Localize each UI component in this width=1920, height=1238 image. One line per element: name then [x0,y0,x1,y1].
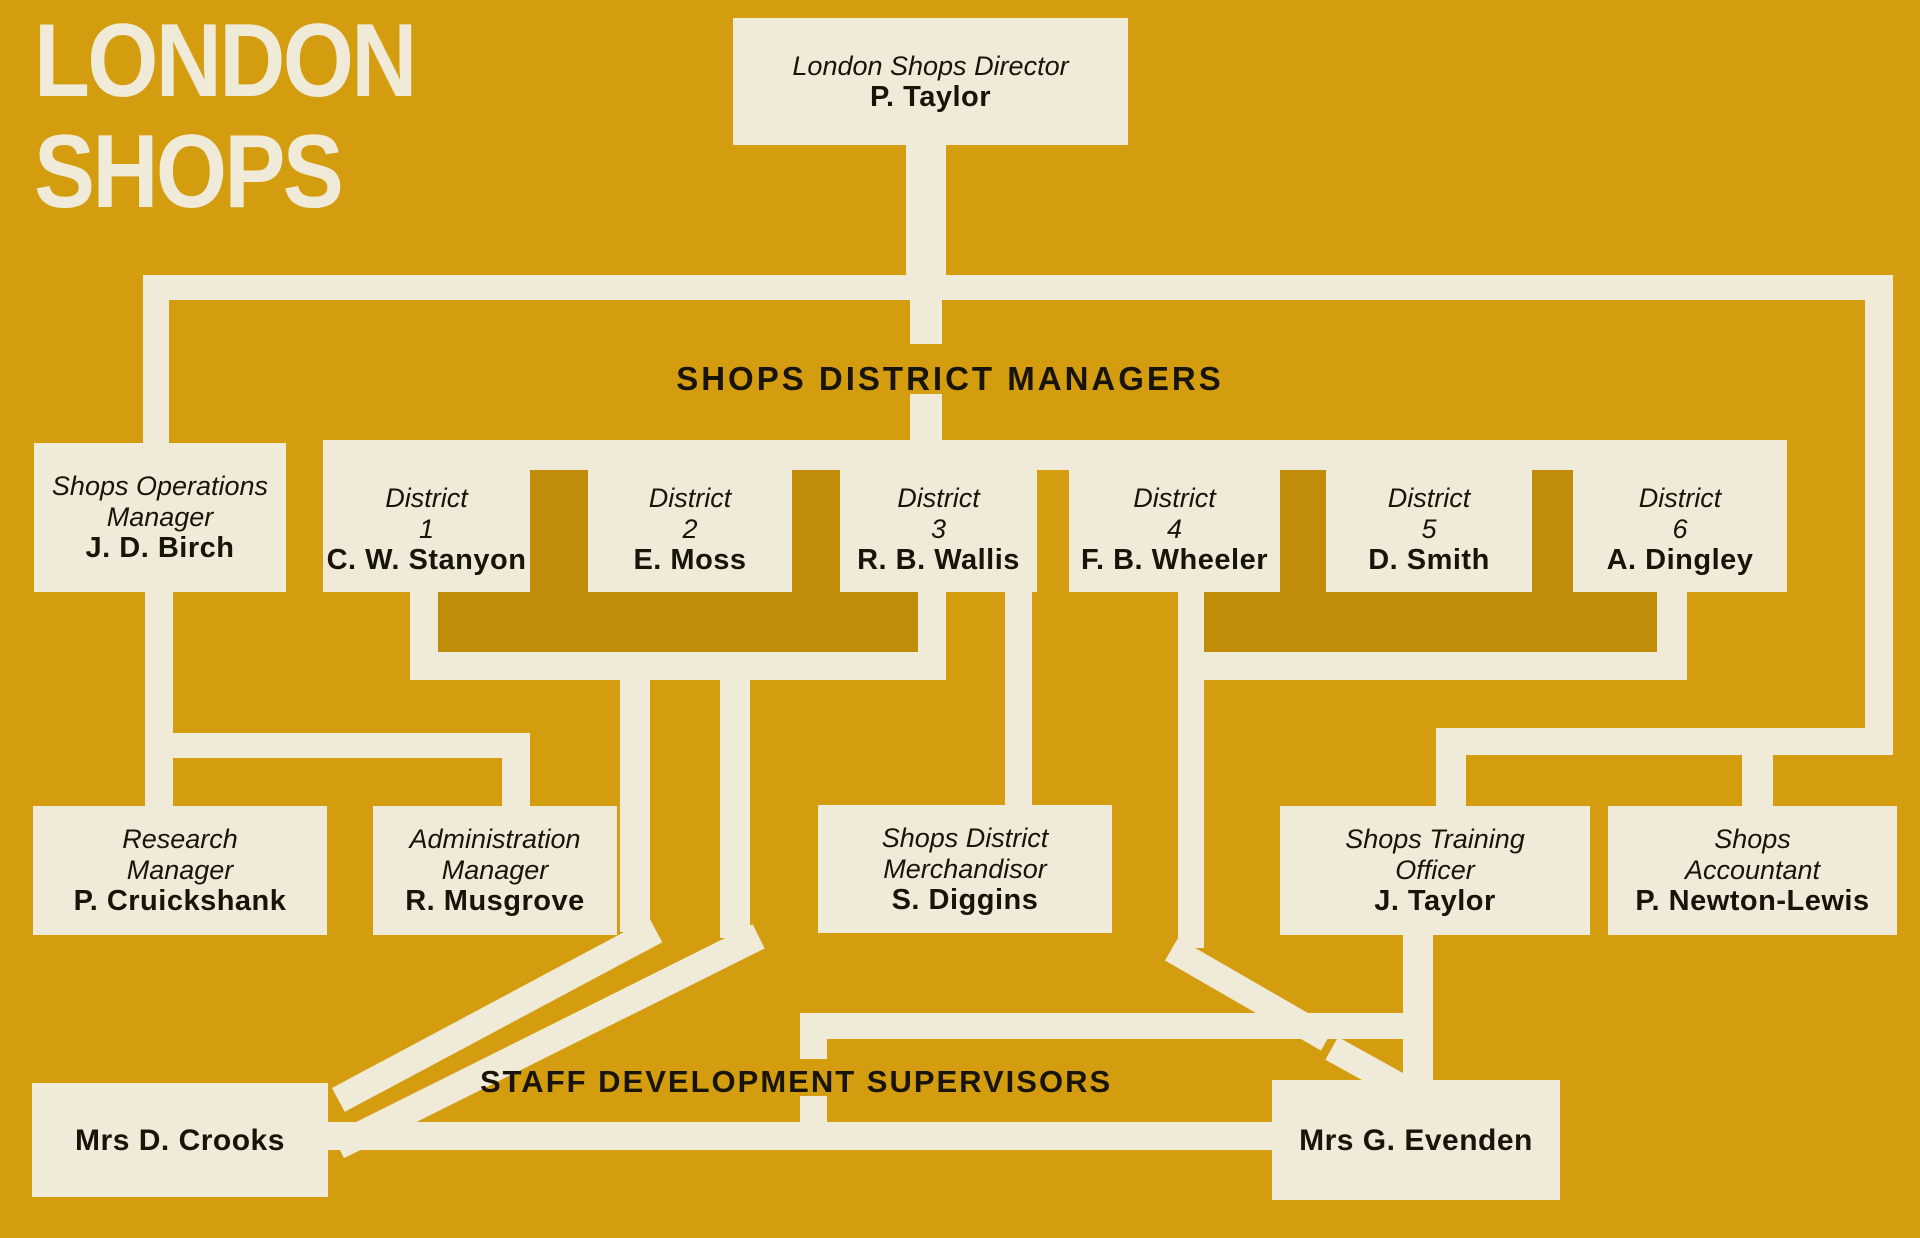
node-district-1: District 1 C. W. Stanyon [323,440,530,592]
connector-jog-to-accountant [1742,755,1773,806]
node-role: 4 [1166,513,1183,544]
node-research-manager: Research Manager P. Cruickshank [33,806,327,935]
overprint-gap-d2-d3 [792,470,840,652]
connector-jog-to-training [1436,755,1466,806]
node-role: Merchandisor [883,853,1047,884]
node-person-name: F. B. Wheeler [1081,543,1268,576]
node-role: Manager [441,855,549,885]
node-role: District [1387,482,1471,513]
connector-label-stub-upper [910,300,942,344]
node-role: District [897,482,980,513]
node-person-name: S. Diggins [891,883,1039,916]
overprint-band-right [1204,592,1657,652]
connector-staffdev-bar-upper [800,1013,1433,1039]
node-person-name: A. Dingley [1606,543,1754,576]
node-district-2: District 2 E. Moss [588,440,792,592]
connector-gather-bar-right [1178,652,1687,680]
connector-topbar-right-drop [1865,300,1893,730]
node-person-name: P. Newton-Lewis [1635,885,1870,917]
node-person-name: Mrs G. Evenden [1299,1123,1533,1157]
connector-right-jog-bar [1436,728,1893,755]
node-role: London Shops Director [792,50,1069,81]
connector-operations-bar [145,733,530,758]
connector-drop-to-crooks-2 [720,680,750,938]
node-person-name: D. Smith [1368,543,1490,576]
node-role: 5 [1421,513,1437,544]
node-administration-manager: Administration Manager R. Musgrove [373,806,617,935]
node-shops-operations-manager: Shops Operations Manager J. D. Birch [34,443,286,592]
node-supervisor-crooks: Mrs D. Crooks [32,1083,328,1197]
node-district-6: District 6 A. Dingley [1573,440,1787,592]
node-london-shops-director: London Shops Director P. Taylor [733,18,1128,145]
node-role: 2 [682,513,698,544]
connector-d6-leg [1657,592,1687,652]
node-role: District [648,482,732,513]
node-role: 3 [930,513,947,544]
node-person-name: P. Cruickshank [73,885,287,917]
node-role: Administration [409,824,581,854]
node-role: Shops [1714,824,1791,854]
district-band [323,440,1787,470]
connector-top-bar [143,275,1893,300]
node-role: Shops Training [1345,824,1525,854]
overprint-band-left [438,592,918,652]
node-role: District [1638,482,1722,513]
node-district-3: District 3 R. B. Wallis [840,440,1037,592]
node-role: District [385,482,468,513]
label-shops-district-managers: SHOPS DISTRICT MANAGERS [676,360,1224,397]
node-role: Shops District [881,822,1049,853]
connector-d3-to-merchandisor [1005,592,1032,805]
connector-training-to-evenden [1403,935,1433,1080]
connector-operations-to-research [145,589,173,806]
connector-staffdev-stub-upper [800,1039,827,1059]
node-role: Accountant [1684,855,1821,885]
node-person-name: E. Moss [633,543,747,576]
connector-bar-to-administration [502,758,530,806]
node-role: 6 [1672,513,1688,544]
connector-director-stub [906,145,946,277]
node-person-name: J. Taylor [1374,885,1496,917]
connector-staffdev-bar-lower [328,1122,1272,1150]
node-role: Manager [126,855,234,885]
connector-gather-bar-left [410,652,946,680]
node-role: Manager [106,502,214,532]
node-district-5: District 5 D. Smith [1326,440,1532,592]
node-shops-training-officer: Shops Training Officer J. Taylor [1280,806,1590,935]
overprint-gap-d5-d6 [1532,470,1573,652]
connector-staffdev-stub-lower [800,1096,827,1122]
overprint-gap-d1-d2 [530,470,588,652]
node-role: District [1133,482,1216,513]
connector-topbar-to-operations [143,300,169,443]
connector-drop-to-crooks-1 [620,680,650,932]
node-shops-accountant: Shops Accountant P. Newton-Lewis [1608,806,1897,935]
node-person-name: P. Taylor [869,80,992,113]
node-person-name: C. W. Stanyon [326,543,527,576]
connector-d4-descender [1178,592,1204,948]
node-district-4: District 4 F. B. Wheeler [1069,440,1280,592]
node-person-name: R. B. Wallis [857,543,1020,576]
overprint-gap-d4-d5 [1280,470,1326,652]
node-role: 1 [418,513,435,544]
node-role: Shops Operations [51,471,269,501]
node-person-name: Mrs D. Crooks [75,1123,285,1157]
connector-label-stub-lower [910,394,942,440]
node-person-name: J. D. Birch [85,532,235,564]
node-role: Officer [1395,855,1475,885]
node-role: Research [122,824,238,854]
node-supervisor-evenden: Mrs G. Evenden [1272,1080,1560,1200]
node-person-name: R. Musgrove [405,885,585,917]
connector-d1-leg [410,592,438,652]
label-staff-development-supervisors: STAFF DEVELOPMENT SUPERVISORS [480,1064,1113,1099]
connector-d3-leg [918,592,946,652]
node-shops-district-merchandisor: Shops District Merchandisor S. Diggins [818,805,1112,933]
